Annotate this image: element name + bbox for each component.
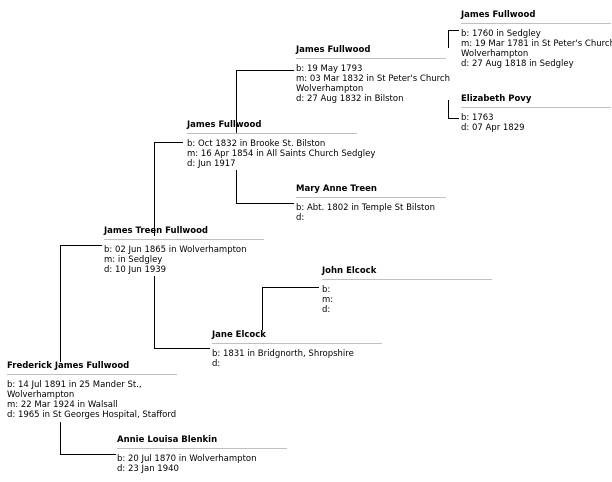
marriage-fact: m: bbox=[322, 295, 334, 305]
birth-fact: b: 02 Jun 1865 in Wolverhampton bbox=[104, 245, 247, 255]
death-fact: d: 07 Apr 1829 bbox=[461, 123, 525, 133]
death-fact: d: 10 Jun 1939 bbox=[104, 265, 167, 275]
death-fact: d: Jun 1917 bbox=[187, 159, 236, 169]
person-name[interactable]: James Fullwood bbox=[187, 120, 357, 134]
death-fact: d: bbox=[212, 359, 221, 369]
birth-fact: b: 1831 in Bridgnorth, Shropshire bbox=[212, 349, 354, 359]
person-card-james-fullwood-1832[interactable]: James Fullwood b: Oct 1832 in Brooke St.… bbox=[187, 120, 376, 169]
person-name[interactable]: Annie Louisa Blenkin bbox=[117, 435, 287, 449]
marriage-fact: m: 16 Apr 1854 in All Saints Church Sedg… bbox=[187, 149, 376, 159]
person-name[interactable]: Jane Elcock bbox=[212, 330, 382, 344]
connector-james1832-mother bbox=[236, 170, 294, 204]
connector-james1832-father bbox=[236, 70, 294, 133]
person-card-elizabeth-povy[interactable]: Elizabeth Povy b: 1763 d: 07 Apr 1829 bbox=[461, 94, 611, 133]
birth-place-cont: Wolverhampton bbox=[7, 390, 75, 400]
person-card-james-fullwood-1793[interactable]: James Fullwood b: 19 May 1793 m: 03 Mar … bbox=[296, 45, 450, 104]
connector-jamestreen-father bbox=[154, 142, 183, 236]
connector-jamestreen-mother bbox=[154, 276, 210, 349]
person-name[interactable]: Frederick James Fullwood bbox=[7, 361, 177, 375]
birth-fact: b: bbox=[322, 285, 331, 295]
marriage-fact: m: 03 Mar 1832 in St Peter's Church bbox=[296, 74, 450, 84]
person-name[interactable]: Mary Anne Treen bbox=[296, 184, 446, 198]
person-card-frederick-james-fullwood[interactable]: Frederick James Fullwood b: 14 Jul 1891 … bbox=[7, 361, 177, 420]
marriage-fact: m: 19 Mar 1781 in St Peter's Church bbox=[461, 39, 612, 49]
person-card-john-elcock[interactable]: John Elcock b: m: d: bbox=[322, 266, 492, 315]
connector-james1793-mother bbox=[448, 100, 459, 119]
birth-fact: b: 19 May 1793 bbox=[296, 64, 363, 74]
birth-fact: b: Oct 1832 in Brooke St. Bilston bbox=[187, 139, 326, 149]
marriage-place-cont: Wolverhampton bbox=[296, 84, 364, 94]
death-fact: d: bbox=[322, 305, 331, 315]
marriage-fact: m: in Sedgley bbox=[104, 255, 163, 265]
birth-fact: b: 1763 bbox=[461, 113, 494, 123]
birth-fact: b: Abt. 1802 in Temple St Bilston bbox=[296, 203, 435, 213]
birth-fact: b: 14 Jul 1891 in 25 Mander St., bbox=[7, 380, 142, 390]
connector-frederick-father bbox=[60, 245, 102, 362]
death-fact: d: 27 Aug 1832 in Bilston bbox=[296, 94, 404, 104]
marriage-place-cont: Wolverhampton bbox=[461, 49, 529, 59]
birth-fact: b: 20 Jul 1870 in Wolverhampton bbox=[117, 454, 257, 464]
person-name[interactable]: James Fullwood bbox=[461, 10, 611, 24]
connector-frederick-mother bbox=[60, 422, 116, 455]
person-card-james-fullwood-1760[interactable]: James Fullwood b: 1760 in Sedgley m: 19 … bbox=[461, 10, 612, 69]
marriage-fact: m: 22 Mar 1924 in Walsall bbox=[7, 400, 118, 410]
person-card-jane-elcock[interactable]: Jane Elcock b: 1831 in Bridgnorth, Shrop… bbox=[212, 330, 382, 369]
connector-jane-father bbox=[262, 287, 319, 330]
person-name[interactable]: Elizabeth Povy bbox=[461, 94, 611, 108]
person-card-annie-louisa-blenkin[interactable]: Annie Louisa Blenkin b: 20 Jul 1870 in W… bbox=[117, 435, 287, 474]
birth-fact: b: 1760 in Sedgley bbox=[461, 29, 541, 39]
death-fact: d: bbox=[296, 213, 305, 223]
death-fact: d: 1965 in St Georges Hospital, Stafford bbox=[7, 410, 177, 420]
person-card-mary-anne-treen[interactable]: Mary Anne Treen b: Abt. 1802 in Temple S… bbox=[296, 184, 446, 223]
death-fact: d: 23 Jan 1940 bbox=[117, 464, 179, 474]
death-fact: d: 27 Aug 1818 in Sedgley bbox=[461, 59, 574, 69]
person-name[interactable]: James Fullwood bbox=[296, 45, 446, 59]
person-name[interactable]: John Elcock bbox=[322, 266, 492, 280]
connector-james1793-father bbox=[448, 30, 459, 48]
person-name[interactable]: James Treen Fullwood bbox=[104, 226, 264, 240]
person-card-james-treen-fullwood[interactable]: James Treen Fullwood b: 02 Jun 1865 in W… bbox=[104, 226, 264, 275]
